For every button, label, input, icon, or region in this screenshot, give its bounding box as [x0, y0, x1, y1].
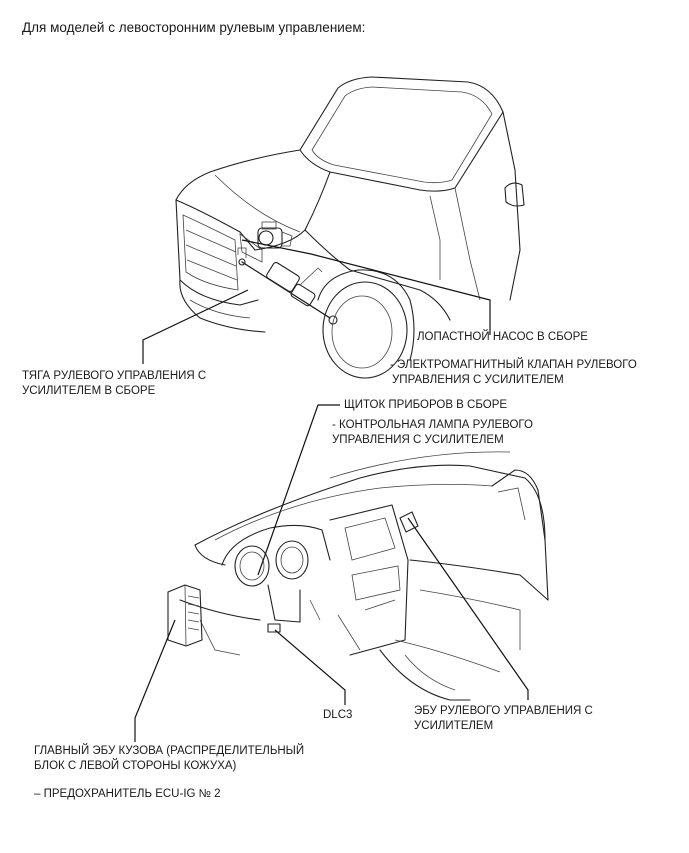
ps-ecu-illustration — [399, 511, 419, 533]
label-solenoid-line1: - ЭЛЕКТРОМАГНИТНЫЙ КЛАПАН РУЛЕВОГО — [390, 359, 637, 371]
label-ps-ecu-line2: УСИЛИТЕЛЕМ — [414, 720, 494, 732]
label-steering-link-line2: УСИЛИТЕЛЕМ В СБОРЕ — [22, 385, 156, 397]
label-dlc3: DLC3 — [323, 709, 353, 721]
label-main-body-ecu-line1: ГЛАВНЫЙ ЭБУ КУЗОВА (РАСПРЕДЕЛИТЕЛЬНЫЙ — [34, 745, 305, 757]
label-fuse: – ПРЕДОХРАНИТЕЛЬ ECU-IG № 2 — [34, 788, 221, 800]
label-warning-lamp-line2: УПРАВЛЕНИЯ С УСИЛИТЕЛЕМ — [332, 434, 504, 446]
label-warning-lamp-line1: - КОНТРОЛЬНАЯ ЛАМПА РУЛЕВОГО — [332, 419, 533, 431]
vehicle-front-illustration — [175, 76, 525, 379]
label-steering-link-line1: ТЯГА РУЛЕВОГО УПРАВЛЕНИЯ С — [22, 370, 207, 382]
label-ps-ecu-line1: ЭБУ РУЛЕВОГО УПРАВЛЕНИЯ С — [414, 705, 593, 717]
label-main-body-ecu-line2: БЛОК С ЛЕВОЙ СТОРОНЫ КОЖУХА) — [34, 760, 237, 772]
vane-pump-illustration — [257, 221, 293, 249]
steering-link-illustration — [237, 247, 338, 325]
main-body-ecu-illustration — [167, 584, 203, 647]
dlc3-connector — [267, 623, 281, 633]
label-solenoid-line2: УПРАВЛЕНИЯ С УСИЛИТЕЛЕМ — [392, 374, 564, 386]
page-heading: Для моделей с левосторонним рулевым упра… — [22, 20, 366, 35]
label-vane-pump: ЛОПАСТНОЙ НАСОС В СБОРЕ — [417, 331, 588, 343]
label-combination-meter: ЩИТОК ПРИБОРОВ В СБОРЕ — [344, 399, 508, 411]
instrument-panel-illustration — [179, 451, 549, 701]
